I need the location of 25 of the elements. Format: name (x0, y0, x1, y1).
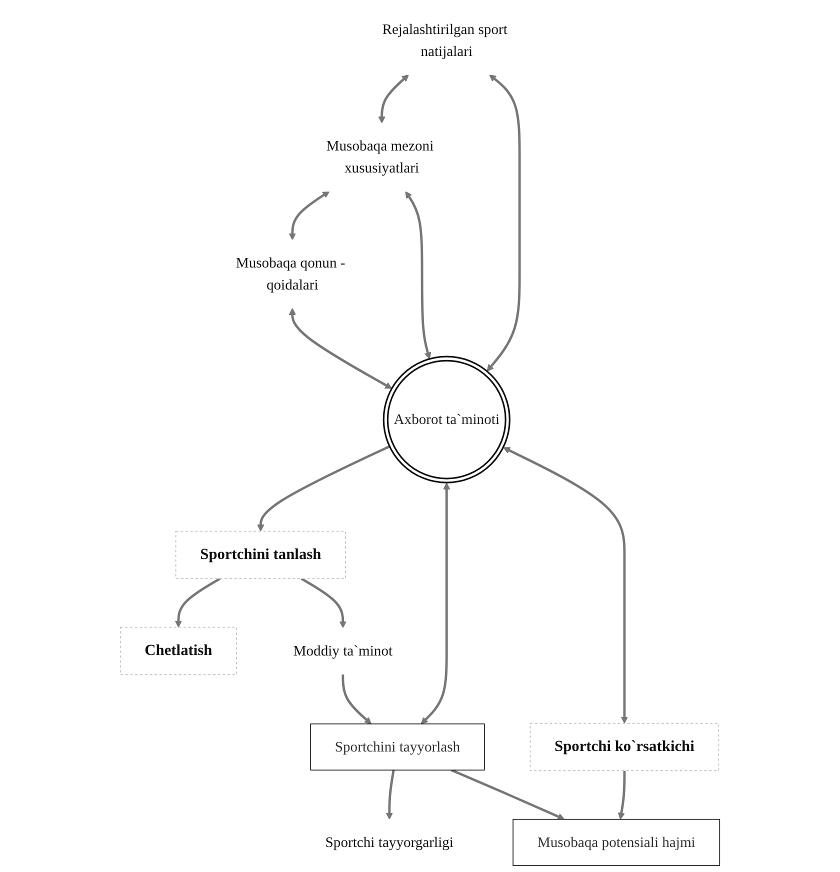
node-circle: Axborot ta`minoti (382, 356, 510, 484)
arrow (618, 770, 626, 820)
node-box: Musobaqa potensiali hajmi (512, 818, 720, 866)
arrow (386, 770, 395, 820)
arrow (503, 447, 628, 724)
node-box: Sportchi ko`rsatkichi (530, 722, 720, 772)
arrow (288, 191, 330, 240)
node-text: Musobaqa qonun - qoidalari (236, 254, 346, 293)
arrow (288, 308, 392, 389)
node-text: Musobaqa mezoni xususiyatlari (326, 138, 434, 176)
arrow (405, 191, 432, 360)
node-box: Sportchini tayyorlash (310, 724, 485, 770)
node-box: Chetlatish (120, 626, 237, 676)
arrow (342, 674, 372, 724)
node-box: Sportchini tanlash (175, 530, 346, 580)
node-text: Rejalashtirilgan sport natijalari (382, 21, 508, 60)
arrow (378, 74, 409, 124)
arrow (486, 74, 521, 372)
arrow (450, 768, 565, 820)
arrow (174, 578, 221, 628)
arrow (300, 578, 346, 628)
arrow (257, 445, 390, 532)
arrow (420, 482, 450, 724)
node-text: Sportchi tayyorgarligi (325, 834, 454, 850)
node-text: Moddiy ta`minot (293, 642, 393, 659)
